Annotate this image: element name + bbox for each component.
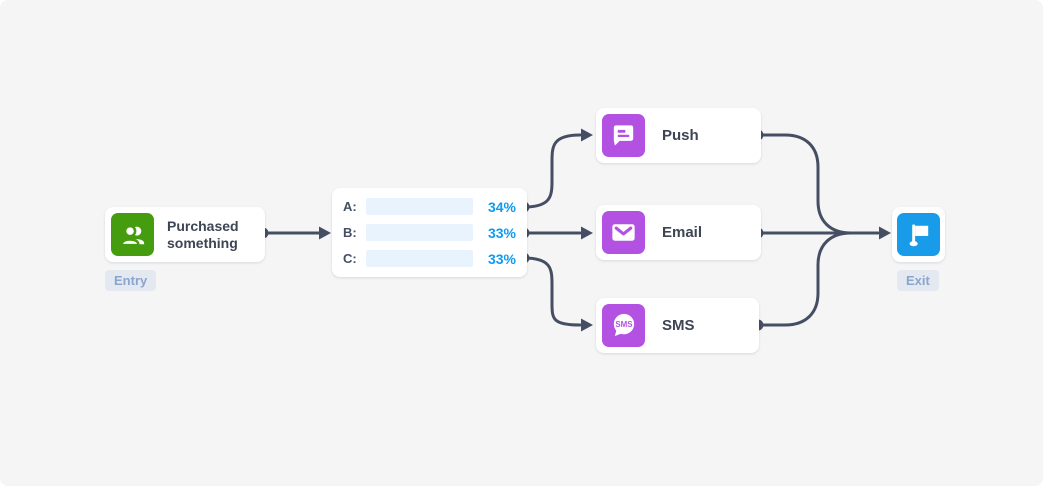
connector-split-a-to-push xyxy=(522,133,582,209)
arrowhead-email xyxy=(581,226,593,240)
flag-icon xyxy=(897,213,940,256)
split-bar-track xyxy=(366,250,473,267)
arrowhead-exit xyxy=(879,226,891,240)
split-bar-track xyxy=(366,198,473,215)
split-row-label: B: xyxy=(343,225,357,240)
arrowhead-sms xyxy=(581,318,593,332)
entry-node-title: Purchased something xyxy=(167,217,239,251)
exit-node[interactable] xyxy=(892,207,945,262)
split-row-percent: 33% xyxy=(487,224,516,241)
split-row-label: A: xyxy=(343,199,357,214)
envelope-icon xyxy=(602,211,645,254)
push-node-label: Push xyxy=(662,127,699,144)
entry-badge: Entry xyxy=(105,270,157,291)
connector-split-c-to-sms xyxy=(522,256,582,327)
abc-split-node[interactable]: A: 34% B: 33% C: 33% xyxy=(332,188,527,277)
connector-push-to-exit xyxy=(756,133,853,235)
split-row-b: B: 33% xyxy=(343,224,516,241)
exit-badge: Exit xyxy=(897,270,939,291)
arrowhead-push xyxy=(581,128,593,142)
split-row-a: A: 34% xyxy=(343,198,516,215)
connector-sms-to-exit xyxy=(756,231,853,327)
split-row-percent: 33% xyxy=(487,250,516,267)
split-row-percent: 34% xyxy=(487,198,516,215)
sms-icon-text: SMS xyxy=(615,320,632,329)
email-node[interactable]: Email xyxy=(596,205,761,260)
sms-node-label: SMS xyxy=(662,317,695,334)
sms-node[interactable]: SMS SMS xyxy=(596,298,759,353)
push-node[interactable]: Push xyxy=(596,108,761,163)
split-bar-track xyxy=(366,224,473,241)
push-notification-icon xyxy=(602,114,645,157)
sms-bubble-icon: SMS xyxy=(602,304,645,347)
entry-node-purchased-something[interactable]: Purchased something xyxy=(105,207,265,262)
email-node-label: Email xyxy=(662,224,703,241)
split-row-label: C: xyxy=(343,251,357,266)
arrowhead-split xyxy=(319,226,331,240)
split-row-c: C: 33% xyxy=(343,250,516,267)
people-icon xyxy=(111,213,154,256)
